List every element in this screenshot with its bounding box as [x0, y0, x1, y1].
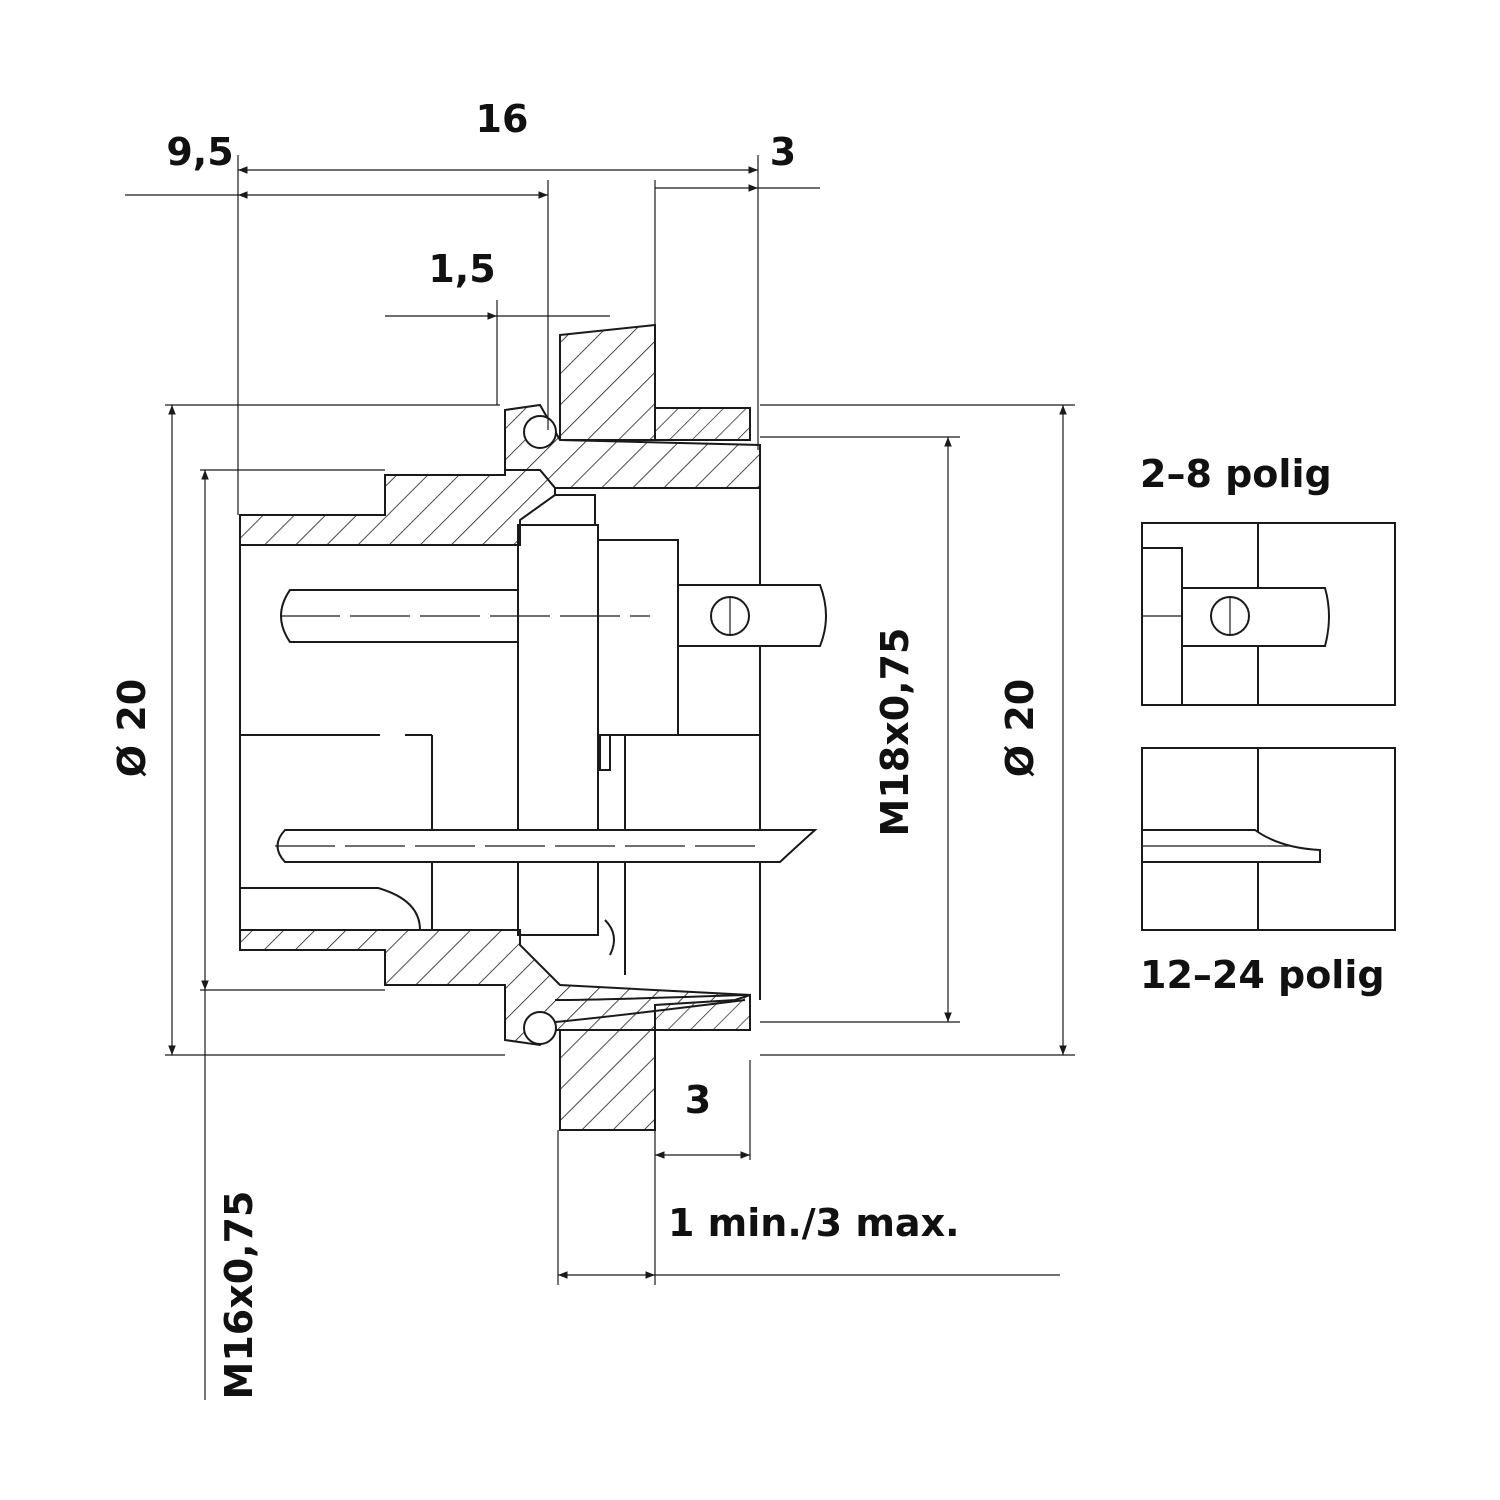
insulator-block — [517, 524, 599, 936]
variant-top-label: 2–8 polig — [1140, 452, 1332, 496]
dim-panel-thickness: 1 min./3 max. — [668, 1201, 960, 1245]
sleeve-top — [239, 469, 556, 546]
dimension-labels: 16 9,5 3 1,5 Ø 20 M16x0,75 M18x0,75 Ø 20… — [110, 97, 1042, 1399]
dim-1-5: 1,5 — [428, 247, 495, 291]
dimension-lines — [125, 155, 1075, 1400]
dim-16: 16 — [476, 97, 529, 141]
panel-wall-bottom — [559, 1029, 656, 1131]
variant-bottom-label: 12–24 polig — [1140, 953, 1385, 997]
dim-3-bottom: 3 — [685, 1078, 711, 1122]
nut-top — [654, 407, 751, 441]
latch-spring — [240, 887, 421, 931]
o-ring-top — [523, 415, 557, 449]
panel-wall-top — [559, 323, 656, 441]
dim-dia20-left: Ø 20 — [110, 679, 154, 777]
nut-bottom — [654, 993, 751, 1031]
dim-m16: M16x0,75 — [217, 1191, 261, 1400]
dim-9-5: 9,5 — [166, 130, 233, 174]
dim-dia20-right: Ø 20 — [998, 679, 1042, 777]
dim-3-top: 3 — [770, 130, 796, 174]
connector-body — [239, 323, 827, 1131]
o-ring-bottom — [523, 1011, 557, 1045]
variant-12-24-pole: 12–24 polig — [1140, 747, 1396, 997]
variant-2-8-pole: 2–8 polig — [1140, 452, 1396, 706]
dim-m18: M18x0,75 — [873, 628, 917, 837]
pin-lower — [276, 829, 818, 863]
